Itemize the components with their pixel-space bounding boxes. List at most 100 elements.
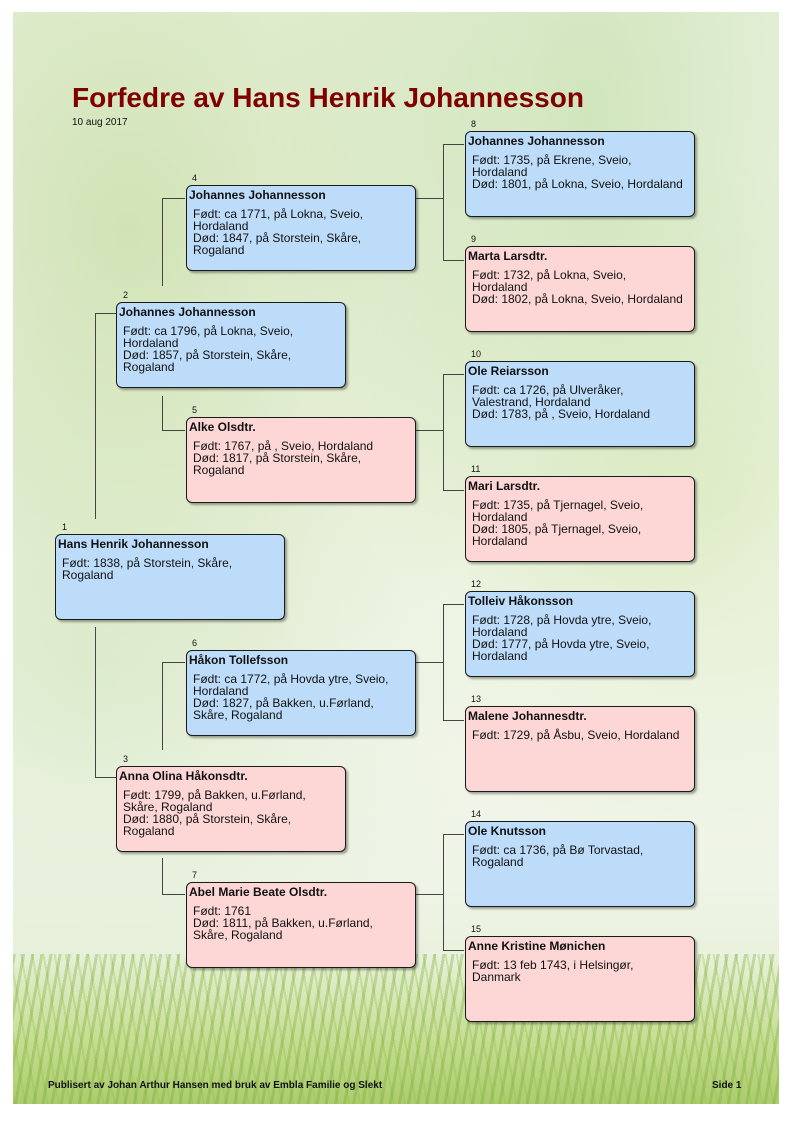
birth-info: Født: ca 1771, på Lokna, Sveio, Hordalan… [193,207,364,233]
birth-info: Født: 1799, på Bakken, u.Førland, Skåre,… [123,788,306,814]
connector-line [162,858,163,894]
ancestor-number: 13 [471,694,482,704]
person-name: Johannes Johannesson [119,305,256,319]
person-card-15[interactable]: Anne Kristine Mønichen Født: 13 feb 1743… [465,936,695,1022]
person-details: Født: 1732, på Lokna, Sveio, Hordaland D… [472,269,684,305]
ancestor-number: 10 [471,349,482,359]
ancestor-number: 3 [123,754,129,764]
birth-info: Født: ca 1772, på Hovda ytre, Sveio, Hor… [193,672,389,698]
person-name: Marta Larsdtr. [468,249,548,263]
connector-line [162,198,163,286]
print-date: 10 aug 2017 [72,117,128,128]
ancestor-number: 4 [192,173,198,183]
connector-line [416,198,443,199]
birth-info: Født: 1735, på Tjernagel, Sveio, Hordala… [472,498,644,524]
connector-line [443,950,464,951]
person-details: Født: 1729, på Åsbu, Sveio, Hordaland [472,729,684,741]
person-details: Født: ca 1772, på Hovda ytre, Sveio, Hor… [193,673,405,721]
connector-line [443,834,444,950]
person-card-10[interactable]: Ole Reiarsson Født: ca 1726, på Ulveråke… [465,361,695,447]
connector-line [95,777,116,778]
person-card-4[interactable]: Johannes Johannesson Født: ca 1771, på L… [186,185,416,271]
person-card-13[interactable]: Malene Johannesdtr. Født: 1729, på Åsbu,… [465,706,695,792]
connector-line [443,374,444,490]
connector-line [162,662,163,750]
person-details: Født: ca 1771, på Lokna, Sveio, Hordalan… [193,208,405,256]
connector-line [443,374,464,375]
death-info: Død: 1783, på , Sveio, Hordaland [472,407,651,421]
ancestor-number: 11 [471,464,481,474]
connector-line [443,604,464,605]
person-name: Alke Olsdtr. [189,420,256,434]
person-details: Født: 1838, på Storstein, Skåre, Rogalan… [62,557,274,581]
death-info: Død: 1777, på Hovda ytre, Sveio, Hordala… [472,637,650,663]
ancestor-number: 12 [471,579,482,589]
birth-info: Født: ca 1736, på Bø Torvastad, Rogaland [472,843,644,869]
person-name: Tolleiv Håkonsson [468,594,574,608]
person-details: Født: 1761 Død: 1811, på Bakken, u.Førla… [193,905,405,941]
connector-line [416,662,443,663]
person-details: Født: ca 1726, på Ulveråker, Valestrand,… [472,384,684,420]
connector-line [416,430,443,431]
person-details: Født: 1735, på Tjernagel, Sveio, Hordala… [472,499,684,547]
death-info: Død: 1827, på Bakken, u.Førland, Skåre, … [193,696,374,722]
death-info: Død: 1817, på Storstein, Skåre, Rogaland [193,451,362,477]
page-title: Forfedre av Hans Henrik Johannesson [72,82,584,113]
person-name: Ole Reiarsson [468,364,549,378]
person-details: Født: 1735, på Ekrene, Sveio, Hordaland … [472,154,684,190]
ancestor-number: 6 [192,638,198,648]
person-card-6[interactable]: Håkon Tollefsson Født: ca 1772, på Hovda… [186,650,416,736]
ancestor-number: 1 [62,522,68,532]
ancestor-number: 9 [471,234,477,244]
death-info: Død: 1811, på Bakken, u.Førland, Skåre, … [193,916,373,942]
footer-page-number: Side 1 [712,1080,742,1091]
death-info: Død: 1880, på Storstein, Skåre, Rogaland [123,812,292,838]
ancestor-number: 14 [471,809,482,819]
connector-line [162,662,185,663]
person-name: Mari Larsdtr. [468,479,541,493]
person-details: Født: 1767, på , Sveio, Hordaland Død: 1… [193,440,405,476]
person-card-12[interactable]: Tolleiv Håkonsson Født: 1728, på Hovda y… [465,591,695,677]
person-details: Født: ca 1796, på Lokna, Sveio, Hordalan… [123,325,335,373]
connector-line [443,144,444,260]
person-card-5[interactable]: Alke Olsdtr. Født: 1767, på , Sveio, Hor… [186,417,416,503]
ancestor-number: 15 [471,924,482,934]
person-card-14[interactable]: Ole Knutsson Født: ca 1736, på Bø Torvas… [465,821,695,907]
birth-info: Født: ca 1726, på Ulveråker, Valestrand,… [472,383,624,409]
connector-line [443,720,464,721]
person-name: Abel Marie Beate Olsdtr. [189,885,328,899]
connector-line [443,604,444,720]
death-info: Død: 1857, på Storstein, Skåre, Rogaland [123,348,292,374]
connector-line [95,627,96,778]
birth-info: Født: 13 feb 1743, i Helsingør, Danmark [472,958,634,984]
person-details: Født: 1799, på Bakken, u.Førland, Skåre,… [123,789,335,837]
birth-info: Født: 1729, på Åsbu, Sveio, Hordaland [472,728,680,742]
person-card-1[interactable]: Hans Henrik Johannesson Født: 1838, på S… [55,534,285,620]
death-info: Død: 1801, på Lokna, Sveio, Hordaland [472,177,683,191]
connector-line [443,834,464,835]
person-card-11[interactable]: Mari Larsdtr. Født: 1735, på Tjernagel, … [465,476,695,562]
connector-line [95,313,116,314]
footer-publisher: Publisert av Johan Arthur Hansen med bru… [48,1080,383,1091]
person-name: Malene Johannesdtr. [468,709,587,723]
person-card-7[interactable]: Abel Marie Beate Olsdtr. Født: 1761 Død:… [186,882,416,968]
connector-line [95,313,96,519]
birth-info: Født: ca 1796, på Lokna, Sveio, Hordalan… [123,324,294,350]
person-card-2[interactable]: Johannes Johannesson Født: ca 1796, på L… [116,302,346,388]
birth-info: Født: 1838, på Storstein, Skåre, Rogalan… [62,556,233,582]
ancestor-number: 8 [471,119,477,129]
connector-line [162,894,185,895]
connector-line [443,260,464,261]
person-name: Anna Olina Håkonsdtr. [119,769,248,783]
connector-line [443,144,464,145]
person-name: Johannes Johannesson [468,134,605,148]
person-card-8[interactable]: Johannes Johannesson Født: 1735, på Ekre… [465,131,695,217]
person-name: Anne Kristine Mønichen [468,939,606,953]
birth-info: Født: 1767, på , Sveio, Hordaland [193,439,374,453]
person-card-9[interactable]: Marta Larsdtr. Født: 1732, på Lokna, Sve… [465,246,695,332]
birth-info: Født: 1761 [193,904,252,918]
connector-line [443,490,464,491]
person-details: Født: 13 feb 1743, i Helsingør, Danmark [472,959,684,983]
person-card-3[interactable]: Anna Olina Håkonsdtr. Født: 1799, på Bak… [116,766,346,852]
person-details: Født: ca 1736, på Bø Torvastad, Rogaland [472,844,684,868]
